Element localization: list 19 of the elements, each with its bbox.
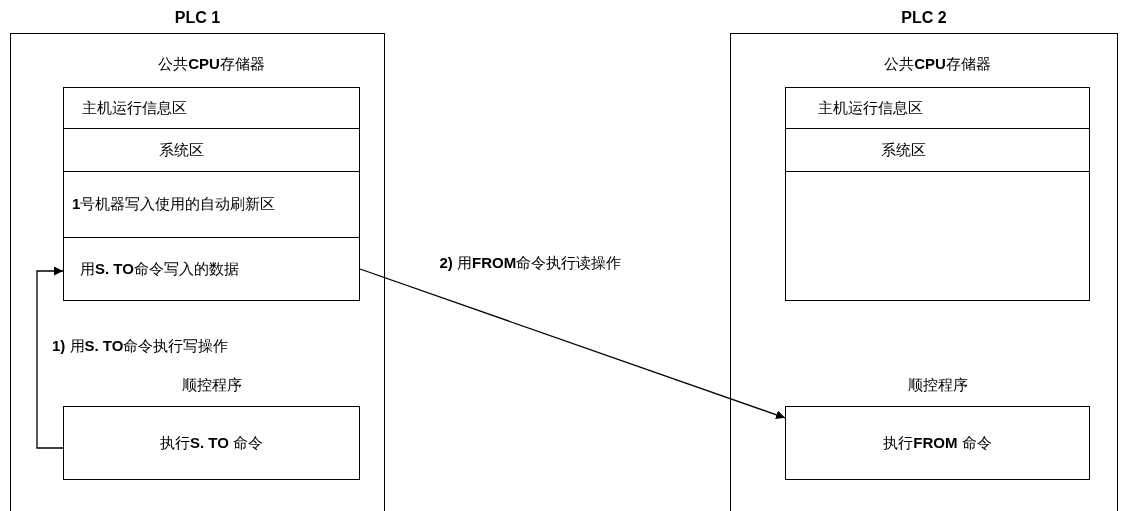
memory-area: 1号机器写入使用的自动刷新区	[63, 171, 360, 238]
memory-area: 主机运行信息区	[63, 87, 360, 129]
plc-title: PLC 2	[900, 9, 948, 27]
section-heading: 顺控程序	[180, 375, 243, 395]
memory-area: 系统区	[785, 128, 1090, 172]
program-box: 执行S. TO 命令	[63, 406, 360, 480]
memory-heading: 公共CPU存储器	[883, 54, 992, 74]
memory-area: 主机运行信息区	[785, 87, 1090, 129]
edge-label: 1) 用S. TO命令执行写操作	[50, 336, 231, 357]
arrow	[359, 268, 786, 420]
memory-area: 用S. TO命令写入的数据	[63, 237, 360, 301]
memory-area	[785, 171, 1090, 301]
program-box: 执行FROM 命令	[785, 406, 1090, 480]
edge-label: 2) 用FROM命令执行读操作	[437, 253, 624, 273]
section-heading: 顺控程序	[906, 375, 969, 395]
plc-title: PLC 1	[173, 9, 222, 27]
arrow	[36, 266, 64, 449]
memory-heading: 公共CPU存储器	[157, 54, 266, 74]
memory-area: 系统区	[63, 128, 360, 172]
